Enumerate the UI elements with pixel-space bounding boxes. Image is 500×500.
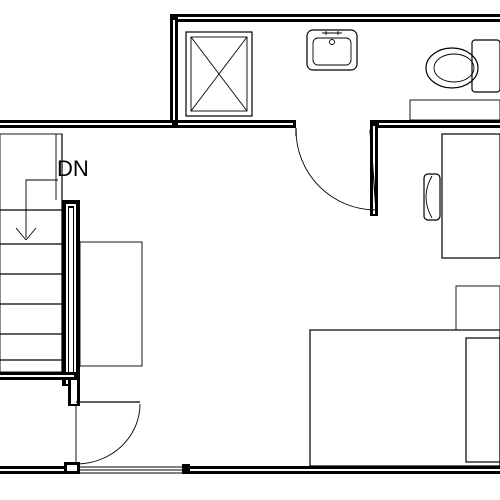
wardrobe [79, 241, 143, 367]
window-bottom [80, 466, 186, 474]
shower-icon [185, 31, 253, 117]
sink-icon [306, 29, 358, 71]
stair-down-label: DN [57, 156, 89, 181]
entry-door [75, 401, 141, 465]
bathroom-door [295, 128, 377, 211]
bed [309, 285, 500, 467]
toilet-icon [425, 39, 500, 93]
bathroom-counter [409, 99, 500, 121]
chair-icon [423, 173, 441, 221]
walls [0, 14, 500, 474]
stairs [0, 133, 63, 373]
desk [441, 133, 500, 259]
